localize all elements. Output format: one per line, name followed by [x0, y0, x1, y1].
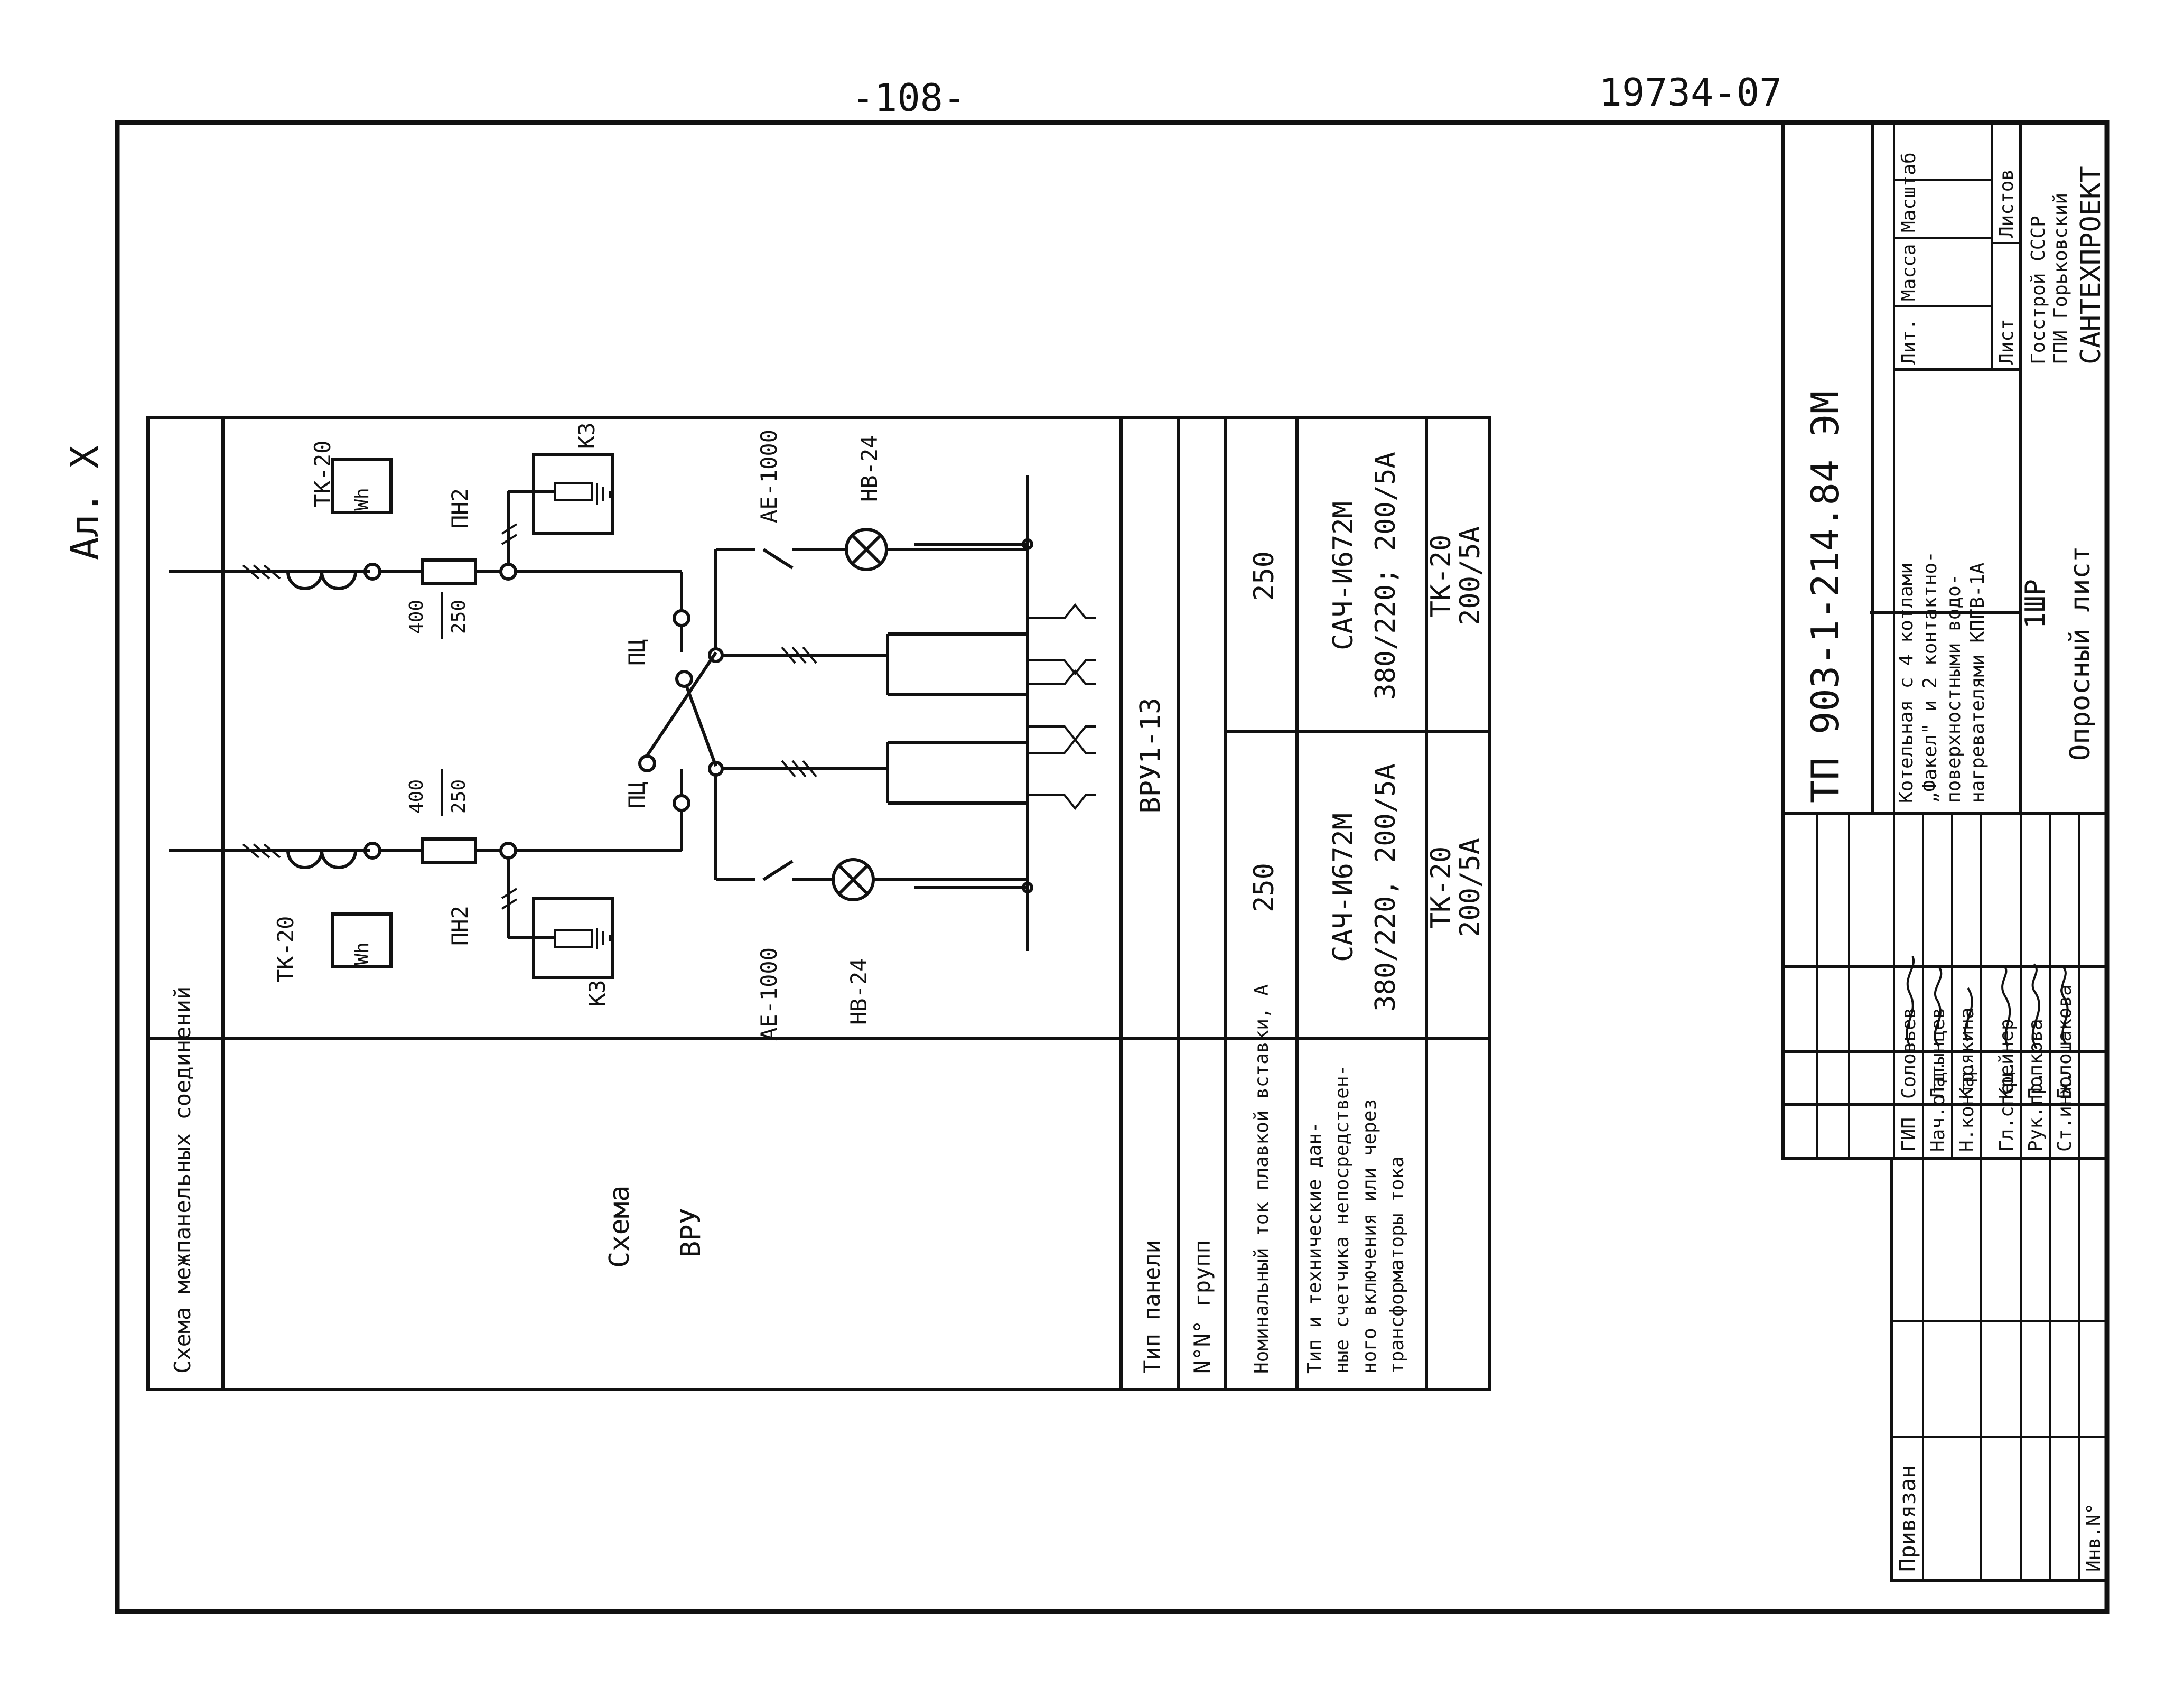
label-group-numbers: N°N° групп: [1189, 1240, 1215, 1374]
document-code: 19734-07: [1599, 70, 1782, 115]
signer-name-4: Попкова: [2025, 1019, 2047, 1099]
value-current-right: 250: [1248, 551, 1280, 601]
col-mass: Масса: [1898, 244, 1920, 301]
sheet-code: 1ШР: [2020, 579, 2051, 629]
value-meter-right-1: САЧ-И672М: [1328, 501, 1359, 650]
fuse-right: [421, 558, 477, 585]
description-line-3: поверхностными водо-: [1943, 574, 1965, 803]
kz-box-right: [532, 453, 614, 535]
value-current-left: 250: [1248, 863, 1280, 912]
title-block: Лит. Масса Масштаб Лист Листов Госстрой …: [1781, 121, 2108, 1160]
description-line-2: „Факел" и 2 контактно-: [1919, 551, 1941, 803]
pc-label-left: ПЦ: [624, 781, 650, 808]
lamp-label-left: НВ-24: [846, 958, 872, 1025]
org-line-2: ГПИ Горьковский: [2050, 193, 2071, 365]
privyazan-label: Привязан: [1894, 1465, 1920, 1572]
label-scheme-title: Схема: [604, 1185, 636, 1268]
description-line-4: нагревателями КПГВ-1А: [1967, 563, 1989, 803]
signer-role-5: Ст.инж.: [2054, 1071, 2076, 1152]
wh-meter-left: [331, 912, 393, 968]
fuse-label-right: ПН2: [447, 488, 473, 528]
privyazan-block: Привязан Инв.N°: [1890, 1157, 2108, 1582]
breaker-label-left: АЕ-1000: [756, 947, 782, 1041]
vru-schematic: Wh Wh: [169, 422, 1096, 1041]
fuse-rating-bottom-right: 250: [448, 600, 470, 634]
wh-label-left: Wh: [351, 942, 373, 965]
fuse-rating-bottom-left: 250: [448, 779, 470, 814]
sheet-name: Опросный лист: [2065, 546, 2096, 761]
signature-marks: [1906, 956, 2069, 1050]
description-line-1: Котельная с 4 котлами: [1896, 563, 1917, 803]
col-lit: Лит.: [1898, 319, 1920, 365]
breaker-label-right: АЕ-1000: [756, 430, 782, 523]
lamp-label-right: НВ-24: [856, 435, 882, 502]
row-values: ВРУ1-13 250 250 САЧ-И672М 380/220, 200/5…: [1135, 452, 1486, 1012]
kz-label-left: К3: [584, 980, 610, 1006]
value-ct-right-1: ТК-20: [1425, 535, 1457, 618]
wh-label-right: Wh: [351, 488, 373, 510]
value-ct-left-2: 200/5А: [1454, 838, 1486, 937]
value-meter-left-1: САЧ-И672М: [1328, 813, 1359, 962]
kz-box-left: [532, 897, 614, 979]
label-meter-type-4: трансформаторы тока: [1386, 1156, 1408, 1374]
project-code: ТП 903-1-214.84 ЭМ: [1803, 391, 1847, 803]
sheet-tag: Ал. Х: [62, 445, 107, 560]
wh-meter-right: [331, 458, 393, 514]
value-ct-left-1: ТК-20: [1425, 846, 1457, 929]
inv-no-label: Инв.N°: [2083, 1503, 2105, 1572]
org-line-3: САНТЕХПРОЕКТ: [2075, 166, 2107, 365]
signer-role-0: ГИП: [1898, 1117, 1920, 1152]
col-sheets: Листов: [1996, 169, 2018, 238]
fuse-label-left: ПН2: [447, 906, 473, 946]
value-meter-left-2: 380/220, 200/5А: [1370, 763, 1402, 1012]
ct-label-right: ТК-20: [310, 441, 335, 507]
label-nominal-current: Номинальный ток плавкой вставки, А: [1251, 984, 1273, 1374]
fuse-rating-top-right: 400: [406, 600, 427, 634]
row-labels: Схема межпанельных соединений Схема ВРУ …: [170, 984, 1408, 1374]
ct-coil-left: [286, 850, 357, 869]
col-scale: Масштаб: [1898, 152, 1920, 232]
fuse-left: [421, 837, 477, 864]
ct-coil-right: [286, 571, 357, 590]
value-meter-right-2: 380/220; 200/5А: [1370, 452, 1402, 700]
signer-role-1: Нач.отд.: [1927, 1060, 1949, 1152]
value-ct-right-2: 200/5А: [1454, 526, 1486, 626]
label-meter-type-2: ные счетчика непосредствен-: [1331, 1065, 1353, 1374]
signer-role-2: Н.контр.: [1956, 1060, 1978, 1152]
kz-label-right: К3: [574, 422, 600, 449]
value-panel-type: ВРУ1-13: [1135, 697, 1166, 813]
label-scheme-interpanel: Схема межпанельных соединений: [170, 986, 195, 1374]
label-meter-type-1: Тип и технические дан-: [1304, 1122, 1326, 1374]
form-table: [146, 416, 1491, 1391]
col-sheet: Лист: [1996, 319, 2018, 365]
label-scheme-subtitle: ВРУ: [675, 1208, 707, 1257]
label-meter-type-3: ного включения или через: [1359, 1099, 1380, 1374]
signer-role-3: Гл.спец.: [1996, 1060, 2018, 1152]
label-panel-type: Тип панели: [1139, 1240, 1165, 1374]
org-line-1: Госстрой СССР: [2028, 216, 2049, 365]
page-number: -108-: [852, 76, 966, 120]
fuse-rating-top-left: 400: [406, 779, 427, 814]
pc-label-right: ПЦ: [624, 639, 650, 666]
ct-label-left: ТК-20: [273, 916, 298, 983]
signer-role-4: Рук.гр.: [2025, 1071, 2047, 1152]
